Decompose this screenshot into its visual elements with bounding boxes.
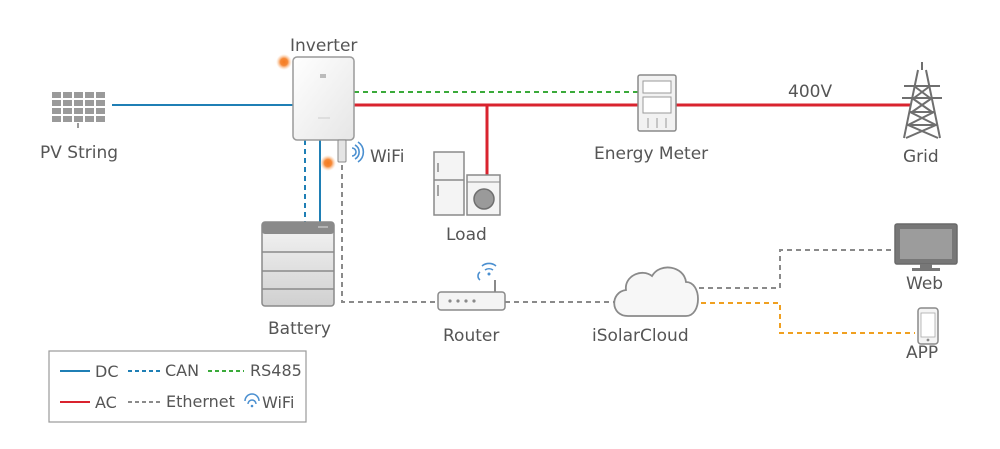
inverter-label: Inverter — [290, 36, 358, 56]
ethernet-line-wifi-router — [341, 165, 438, 303]
cloud-label: iSolarCloud — [592, 326, 689, 346]
app-label: APP — [906, 343, 939, 363]
wifi-dongle-icon — [337, 139, 365, 163]
transmission-tower-icon — [902, 62, 942, 139]
legend-label-ac: AC — [95, 393, 117, 412]
legend-label-can: CAN — [165, 361, 200, 380]
solar-panel-icon — [52, 92, 105, 128]
router-icon — [437, 262, 506, 311]
grid-voltage-label: 400V — [788, 82, 833, 102]
grid-label: Grid — [903, 147, 939, 167]
battery-stack-icon — [261, 221, 335, 307]
legend — [48, 350, 307, 423]
inverter-icon — [292, 56, 355, 141]
energy-meter-icon — [637, 74, 677, 132]
pv-string-label: PV String — [40, 143, 119, 163]
cloud-icon — [613, 266, 699, 317]
legend-label-rs485: RS485 — [250, 361, 302, 380]
wifi-module-label: WiFi — [370, 147, 405, 167]
legend-label-ethernet: Ethernet — [166, 392, 235, 411]
highlight-dot-wifi — [320, 155, 336, 171]
appliance-icon — [433, 151, 501, 216]
monitor-icon — [894, 223, 958, 271]
app-line-cloud-app — [692, 302, 915, 334]
load-label: Load — [446, 225, 487, 245]
highlight-dot-inverter — [276, 54, 292, 70]
energy-meter-label: Energy Meter — [594, 144, 709, 164]
legend-label-wifi: WiFi — [262, 393, 295, 412]
ethernet-line-cloud-web — [690, 249, 895, 289]
web-label: Web — [906, 274, 944, 294]
legend-wifi-icon — [244, 393, 260, 408]
battery-label: Battery — [268, 319, 331, 339]
connections — [112, 91, 915, 334]
smartphone-icon — [917, 307, 939, 345]
router-label: Router — [443, 326, 500, 346]
legend-label-dc: DC — [95, 362, 119, 381]
